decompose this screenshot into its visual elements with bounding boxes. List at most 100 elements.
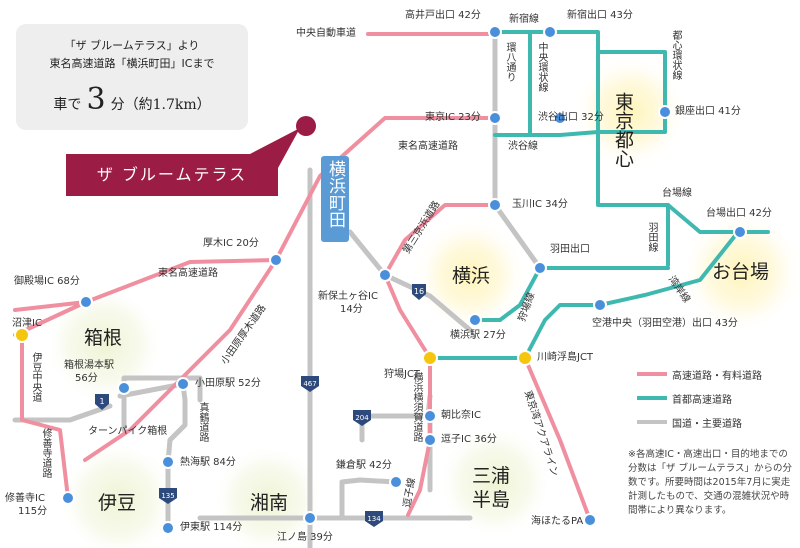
label-kamakura: 鎌倉駅 42分 [336,460,392,471]
road-shuzenji: 修善寺道路 [40,428,51,478]
shield-204 [353,410,371,426]
road-shibuya-line: 渋谷線 [508,141,538,152]
label-turnpike: ターンパイク箱根 [88,426,168,437]
shield-204-text: 204 [355,414,369,422]
road-chuo: 中央自動車道 [296,28,356,39]
area-miura-1: 三浦 [472,465,511,487]
node-kamakura[interactable] [389,475,403,489]
node-kawasaki-jct[interactable] [517,350,533,366]
nodes [61,25,747,535]
shield-16 [412,284,426,300]
legend-expressway: 高速道路・有料道路 [672,371,762,382]
label-gotemba: 御殿場IC 68分 [14,276,80,287]
node-tokyo-ic[interactable] [488,111,502,125]
area-odaiba: お台場 [712,261,770,283]
node-shinjuku[interactable] [543,25,557,39]
node-atami[interactable] [161,455,175,469]
property-banner[interactable]: ザ ブルームテラス [66,154,278,196]
label-kariba-jct: 狩場JCT [384,369,421,380]
node-takaido[interactable] [488,25,502,39]
node-hakone-yumoto[interactable] [117,381,131,395]
label-shinhodogaya-1: 新保土ヶ谷IC [318,291,378,302]
node-tamagawa[interactable] [488,198,502,212]
road-manazuru: 真鶴道路 [197,402,208,442]
road-yokohama-yokosuka: 横浜横須賀道路 [411,372,422,442]
label-shuzenji-1: 修善寺IC [5,493,45,504]
node-haneda[interactable] [533,261,547,275]
label-hakone-yumoto-2: 56分 [75,373,98,384]
node-asahina[interactable] [423,409,437,423]
label-atami: 熱海駅 84分 [180,457,236,468]
hakone-glow [44,285,164,405]
road-haneda-line: 羽田線 [646,222,657,252]
node-numazu[interactable] [14,327,30,343]
node-enoshima[interactable] [303,511,317,525]
area-tokyo-1: 東京都心 [612,92,634,168]
shonan-glow [212,444,324,548]
info-time-suffix: 分（約1.7km） [110,97,211,113]
label-atsugi: 厚木IC 20分 [203,238,259,249]
node-ginza[interactable] [658,105,672,119]
legend-metro-line [637,396,667,400]
area-tokyo: 東京都心 [612,92,634,168]
node-daiba[interactable] [733,225,747,239]
shield-467-text: 467 [303,380,316,388]
shield-16-text: 16 [414,287,424,296]
label-haneda-exit: 羽田出口 [550,244,590,255]
yokohama-machida-ic-box[interactable]: 横浜町田 [321,156,349,242]
yokohama-yokosuka-road [406,356,432,517]
toshin-kanjo-line [596,50,667,134]
area-izu: 伊豆 [98,492,137,514]
label-tamagawa: 玉川IC 34分 [512,199,568,210]
property-marker [296,116,316,136]
label-shinjuku-exit: 新宿出口 43分 [567,10,633,21]
kariba-link [498,266,542,322]
node-ito[interactable] [161,521,175,535]
shield-134 [365,511,383,527]
node-kariba-jct[interactable] [422,350,438,366]
shield-135 [159,488,177,504]
node-shinhodogaya[interactable] [378,268,392,282]
node-atsugi[interactable] [269,253,283,267]
node-zushi[interactable] [423,433,437,447]
shield-467 [301,376,319,392]
label-ginza-exit: 銀座出口 41分 [675,106,741,117]
area-miura-2: 半島 [472,489,511,511]
node-odawara[interactable] [176,377,190,391]
label-kawasaki-jct: 川崎浮島JCT [537,352,594,363]
miura-glow [437,424,553,540]
legend-expressway-line [637,372,667,376]
info-time-value: 3 [86,82,106,117]
label-tokyo-ic: 東京IC 23分 [425,112,481,123]
daiba-line [666,203,770,234]
label-yokohama-sta: 横浜駅 27分 [450,330,506,341]
legend-national-line [637,420,667,424]
izu-chuo-road [20,333,70,500]
node-shuzenji[interactable] [61,491,75,505]
node-gotemba[interactable] [79,295,93,309]
yokohama-road [347,229,473,333]
label-airport-exit: 空港中央（羽田空港）出口 43分 [592,318,738,329]
odaiba-glow [680,210,800,334]
area-yokohama: 横浜 [452,265,491,287]
area-hakone: 箱根 [84,327,123,349]
road-chuo-kanjo: 中央環状線 [536,42,547,92]
label-shuzenji-2: 115分 [18,506,48,517]
node-airport[interactable] [593,298,607,312]
info-drive-time: 車で 3 分（約1.7km） [16,82,248,123]
izu-glow [58,440,178,548]
yokohama-machida-label: 横浜町田 [325,160,345,228]
road-tomei-lower: 東名高速道路 [158,268,218,279]
info-line-1: 「ザ ブルームテラス」より [64,39,200,52]
node-umihotaru[interactable] [583,513,597,527]
node-yokohama-sta[interactable] [468,313,482,327]
shield-1-text: 1 [99,397,104,406]
node-shibuya[interactable] [553,111,567,125]
label-takaido: 高井戸出口 42分 [405,10,481,21]
info-time-prefix: 車で [53,97,82,113]
haneda-line [596,130,670,267]
daisan-keihin [383,203,497,360]
area-shonan: 湘南 [250,492,289,514]
info-line-2: 東名高速道路「横浜町田」ICまで [49,57,215,70]
